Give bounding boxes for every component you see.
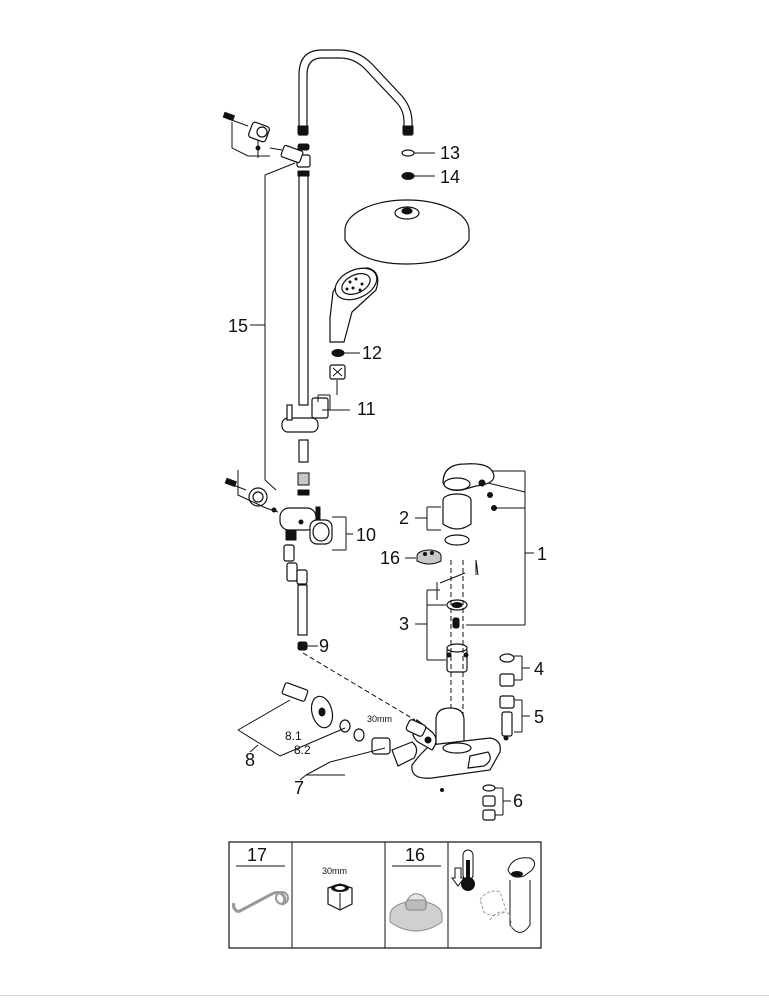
shower-arm [297, 49, 414, 136]
callout-5: 5 [534, 707, 544, 727]
part-16-grease-cap [405, 549, 442, 565]
riser-rail [296, 143, 311, 496]
callout-16: 16 [380, 548, 400, 568]
part-8-s-union [281, 682, 432, 767]
head-shower [344, 199, 470, 265]
callout-6: 6 [513, 791, 523, 811]
callout-11: 11 [357, 399, 376, 419]
hand-shower [329, 267, 379, 343]
hose-nut [329, 364, 346, 380]
nut-size-label: 30mm [367, 714, 392, 724]
callout-2: 2 [399, 508, 409, 528]
hex-nut-icon [327, 883, 353, 911]
callout-15: 15 [228, 316, 248, 336]
part-11-glider [281, 380, 350, 433]
callout-8-2: 8.2 [294, 743, 311, 757]
part-3-cartridge [415, 559, 479, 740]
lower-wall-bracket [224, 470, 279, 513]
mixer-body [411, 707, 501, 792]
upper-wall-bracket [222, 111, 304, 164]
part-5-check-valve [499, 695, 530, 741]
temperature-handle-icon [451, 849, 536, 933]
part-2-sleeve [415, 493, 472, 546]
callout-10: 10 [356, 525, 376, 545]
part-12-washer [331, 349, 360, 357]
wrench-icon [232, 891, 289, 914]
callout-9: 9 [319, 636, 329, 656]
legend-17-number: 17 [247, 845, 267, 865]
part-4-screen [499, 653, 530, 687]
legend-16-number: 16 [405, 845, 425, 865]
diverter-fittings [283, 544, 318, 651]
grease-cap-icon [389, 893, 443, 932]
callout-1-leaders [466, 470, 534, 626]
legend-box: 17 30mm 16 [228, 841, 542, 949]
legend-30mm-label: 30mm [322, 866, 347, 876]
part-6-outlet-parts [482, 784, 511, 821]
callout-4: 4 [534, 659, 544, 679]
part-13-washer [401, 149, 435, 157]
callout-8: 8 [245, 750, 255, 770]
callout-8-leaders [237, 699, 386, 781]
callout-13: 13 [440, 143, 460, 163]
callout-15-leader [250, 162, 296, 491]
callout-7: 7 [294, 778, 304, 798]
callout-1: 1 [537, 544, 547, 564]
callout-12: 12 [362, 343, 382, 363]
callout-14: 14 [440, 167, 460, 187]
callout-3: 3 [399, 614, 409, 634]
callout-8-1: 8.1 [285, 729, 302, 743]
part-1-handle [442, 463, 497, 511]
dash-guide-9 [302, 652, 416, 721]
page-bottom-rule [0, 995, 769, 996]
part-10-diverter [279, 506, 353, 551]
part-14-seal [401, 172, 435, 180]
